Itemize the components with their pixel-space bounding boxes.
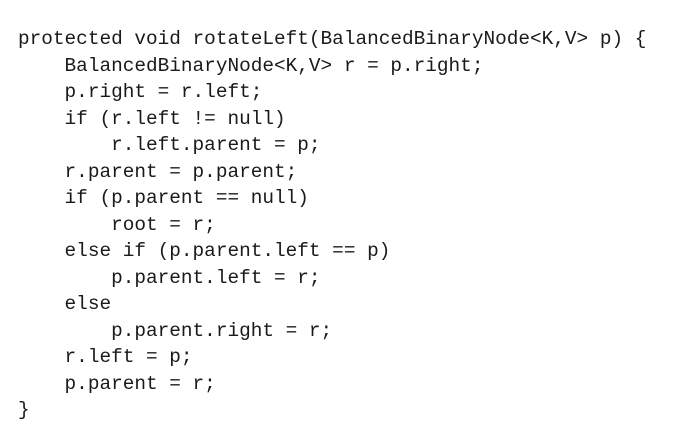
code-line: root = r; (18, 213, 216, 236)
code-line: else (18, 293, 112, 315)
code-line: p.parent.left = r; (18, 266, 321, 289)
code-listing: protected void rotateLeft(BalancedBinary… (18, 26, 646, 424)
code-line: if (r.left != null) (18, 107, 286, 130)
code-line: p.parent.right = r; (18, 319, 333, 342)
code-line: r.left = p; (18, 346, 193, 368)
code-line: if (p.parent == null) (18, 187, 309, 209)
code-line: } (18, 399, 30, 421)
code-line: p.right = r.left; (18, 81, 263, 103)
code-line: protected void rotateLeft(BalancedBinary… (18, 28, 647, 50)
code-line: r.parent = p.parent; (18, 160, 298, 183)
code-line: r.left.parent = p; (18, 134, 321, 156)
code-line: p.parent = r; (18, 372, 216, 395)
code-line: else if (p.parent.left == p) (18, 240, 391, 262)
code-line: BalancedBinaryNode<K,V> r = p.right; (18, 54, 484, 77)
